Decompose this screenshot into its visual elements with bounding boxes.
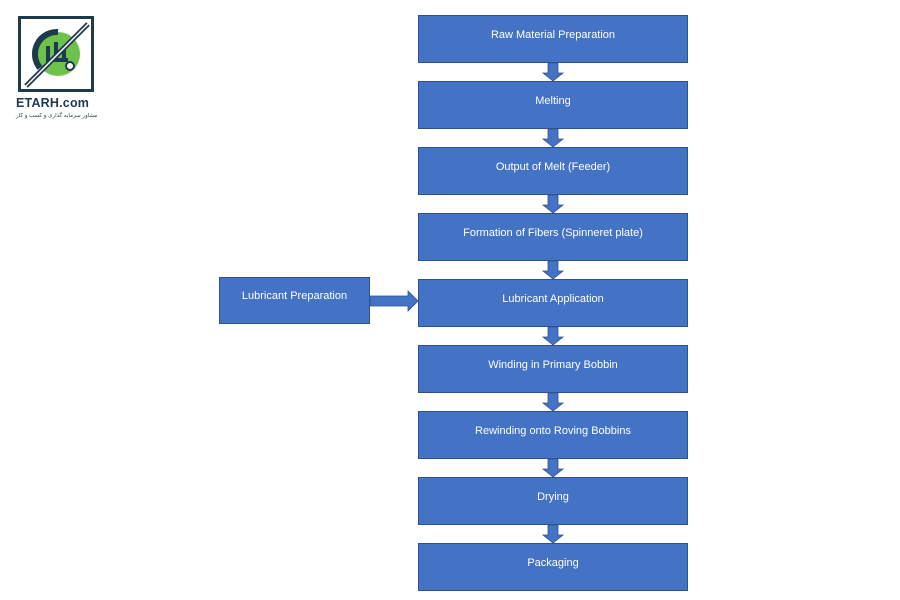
step-drying: Drying xyxy=(418,477,688,525)
step-lubricant-application: Lubricant Application xyxy=(418,279,688,327)
arrow-step-8-to-9 xyxy=(541,524,565,544)
arrow-step-7-to-8 xyxy=(541,458,565,478)
step-raw-material-preparation: Raw Material Preparation xyxy=(418,15,688,63)
logo-tagline: مشاور سرمایه گذاری و کسب و کار xyxy=(16,113,98,119)
arrow-lubricant-preparation-to-application xyxy=(369,290,419,312)
arrow-step-2-to-3 xyxy=(541,128,565,148)
step-winding-primary-bobbin: Winding in Primary Bobbin xyxy=(418,345,688,393)
arrow-step-1-to-2 xyxy=(541,62,565,82)
etarh-logo: ETARH.com مشاور سرمایه گذاری و کسب و کار xyxy=(14,14,98,124)
side-step-lubricant-preparation: Lubricant Preparation xyxy=(219,277,370,324)
step-output-of-melt: Output of Melt (Feeder) xyxy=(418,147,688,195)
arrow-step-3-to-4 xyxy=(541,194,565,214)
step-formation-of-fibers: Formation of Fibers (Spinneret plate) xyxy=(418,213,688,261)
step-rewinding-roving-bobbins: Rewinding onto Roving Bobbins xyxy=(418,411,688,459)
arrow-step-5-to-6 xyxy=(541,326,565,346)
logo-title: ETARH.com xyxy=(16,96,90,110)
arrow-step-6-to-7 xyxy=(541,392,565,412)
step-packaging: Packaging xyxy=(418,543,688,591)
etarh-logo-icon xyxy=(18,16,94,92)
step-melting: Melting xyxy=(418,81,688,129)
arrow-step-4-to-5 xyxy=(541,260,565,280)
